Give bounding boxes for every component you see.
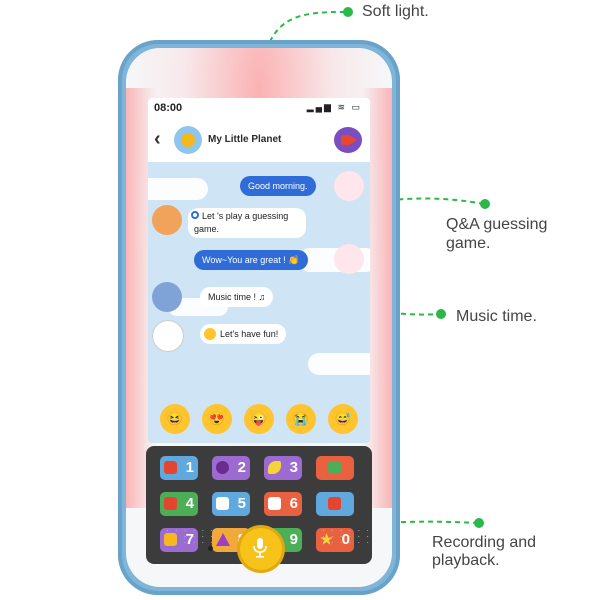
- qa-label-line1: Q&A guessing: [446, 216, 548, 233]
- crying-emoji-icon[interactable]: 😭: [286, 404, 316, 434]
- phone-face: 08:00 ▂▄▆ ≋ ▭ ‹ My Little Planet Good mo…: [126, 48, 392, 587]
- plane-icon: [268, 497, 281, 510]
- key-2[interactable]: 2: [212, 456, 250, 480]
- bunny-avatar: [334, 171, 364, 201]
- elephant-avatar: [152, 282, 182, 312]
- chat-bubble: Good morning.: [240, 176, 316, 196]
- grinning-emoji-icon[interactable]: 😆: [160, 404, 190, 434]
- key-0[interactable]: ★0: [316, 528, 354, 552]
- laughing-emoji-icon: [204, 328, 216, 340]
- callout-dot: [343, 7, 353, 17]
- chat-bubble-line: game.: [194, 224, 220, 234]
- front-camera-icon: [208, 546, 213, 551]
- square-icon: [164, 533, 177, 546]
- key-7[interactable]: 7: [160, 528, 198, 552]
- signal-wifi-battery-icon: ▂▄▆ ≋ ▭: [306, 102, 362, 112]
- winking-tongue-emoji-icon[interactable]: 😜: [244, 404, 274, 434]
- callout-dot: [480, 199, 490, 209]
- cloud-decoration: [308, 353, 370, 375]
- callout-dot: [474, 518, 484, 528]
- recording-label-line1: Recording and: [432, 534, 537, 551]
- phone-icon: [328, 461, 341, 474]
- bunny-avatar: [334, 244, 364, 274]
- key-1[interactable]: 1: [160, 456, 198, 480]
- ship-icon: [216, 497, 229, 510]
- qa-label-line2: game.: [446, 235, 491, 252]
- apple-icon: [164, 461, 177, 474]
- microphone-icon: [253, 538, 267, 558]
- sun-icon: [181, 133, 195, 147]
- chat-bubble-guessing: Let 's play a guessing game.: [188, 208, 306, 238]
- status-bar: [148, 98, 370, 120]
- phone-screen: 08:00 ▂▄▆ ≋ ▭ ‹ My Little Planet Good mo…: [148, 98, 370, 443]
- cat-avatar: [152, 205, 182, 235]
- emoji-strip: 😆 😍 😜 😭 😅: [148, 398, 370, 443]
- key-phone[interactable]: [316, 456, 354, 480]
- soft-light-label: Soft light.: [362, 3, 429, 20]
- key-5[interactable]: 5: [212, 492, 250, 516]
- status-time: 08:00: [154, 102, 183, 114]
- callout-dot: [436, 309, 446, 319]
- video-camera-icon: [341, 135, 351, 145]
- speaker-grille: · · · · · ·· · · · · ·· · · · · ·: [166, 526, 216, 547]
- camera-icon: [328, 497, 341, 510]
- chat-bubble: Let's have fun!: [200, 324, 287, 344]
- sweat-smile-emoji-icon[interactable]: 😅: [328, 404, 358, 434]
- speaker-grille: · · · · · ·· · · · · ·· · · · · ·: [322, 526, 372, 547]
- chat-bubble-line: Let 's play a guessing: [202, 211, 289, 221]
- key-6[interactable]: 6: [264, 492, 302, 516]
- grapes-icon: [216, 461, 229, 474]
- chat-title: My Little Planet: [208, 134, 282, 145]
- cloud-decoration: [148, 178, 208, 200]
- recording-label-line2: playback.: [432, 552, 500, 569]
- star-icon: ★: [320, 531, 333, 547]
- key-3[interactable]: 3: [264, 456, 302, 480]
- heart-eyes-emoji-icon[interactable]: 😍: [202, 404, 232, 434]
- dog-avatar: [152, 320, 184, 352]
- chat-bubble: Wow~You are great ! 👏: [194, 250, 308, 270]
- car-icon: [164, 497, 177, 510]
- music-label: Music time.: [456, 308, 537, 325]
- video-camera-lens-icon: [351, 136, 357, 144]
- key-camera[interactable]: [316, 492, 354, 516]
- record-playback-button[interactable]: [240, 528, 282, 570]
- banana-icon: [268, 461, 281, 474]
- triangle-icon: [216, 533, 230, 546]
- magnifier-icon: [191, 211, 199, 219]
- key-4[interactable]: 4: [160, 492, 198, 516]
- back-chevron-icon[interactable]: ‹: [154, 128, 161, 150]
- chat-bubble: Music time ! ♫: [200, 287, 274, 307]
